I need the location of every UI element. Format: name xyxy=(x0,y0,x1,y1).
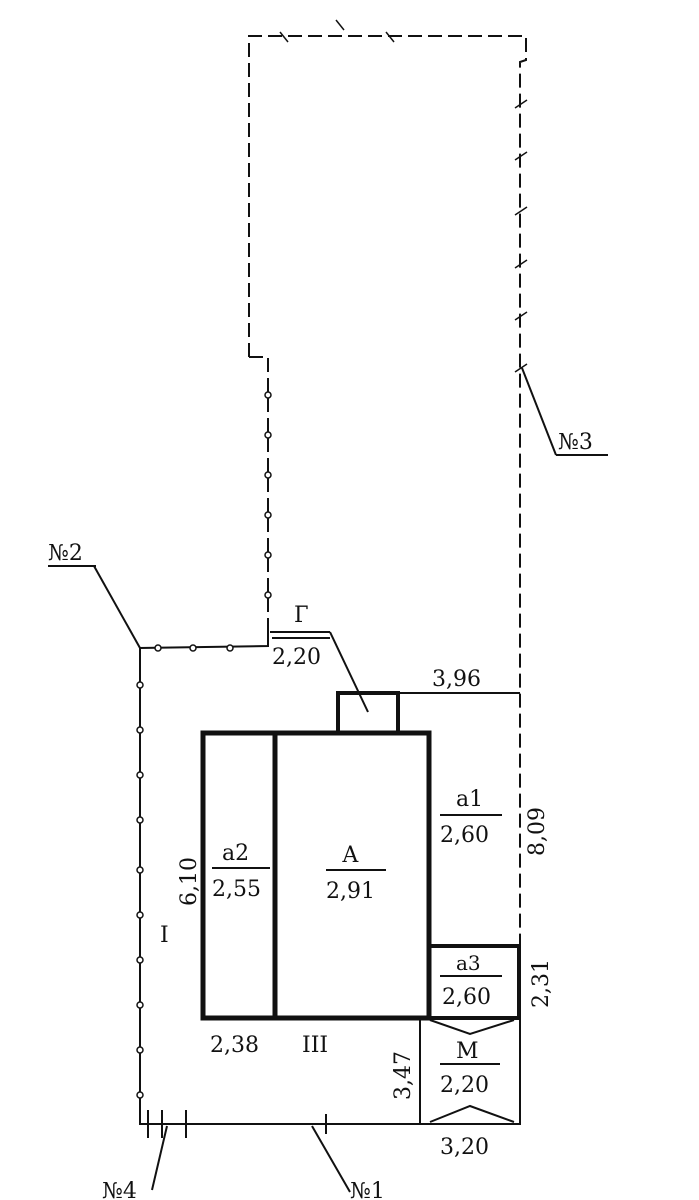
plot-4-label: №4 xyxy=(102,1179,137,1200)
m-letter: М xyxy=(456,1039,479,1064)
main-letter: А xyxy=(342,843,359,868)
bottom-marker: III xyxy=(302,1033,328,1058)
plot-3-label: №3 xyxy=(558,430,593,455)
fence-posts-middle xyxy=(264,391,272,599)
fence-ticks-right xyxy=(279,19,528,373)
upper-dashed-boundary xyxy=(248,35,527,1020)
a1-value: 2,60 xyxy=(440,823,489,848)
dimension-left-height: 6,10 xyxy=(177,857,202,906)
a3-value: 2,60 xyxy=(442,985,491,1010)
thin-extension-lines xyxy=(398,692,520,1124)
a2-value: 2,55 xyxy=(212,877,261,902)
dimension-right-height: 8,09 xyxy=(525,807,550,856)
dimension-bottom-left: 2,38 xyxy=(210,1033,259,1058)
left-marker: I xyxy=(160,923,169,948)
dimension-right-lower: 2,31 xyxy=(529,959,554,1008)
garage-letter: Г xyxy=(294,603,309,628)
dimension-bottom-right: 3,20 xyxy=(440,1135,489,1160)
garage-value: 2,20 xyxy=(272,645,321,670)
lower-boundary xyxy=(139,630,521,1125)
a3-letter: а3 xyxy=(456,951,481,975)
plot-1-label: №1 xyxy=(350,1179,385,1200)
fraction-bars xyxy=(212,637,502,1065)
m-value: 2,20 xyxy=(440,1073,489,1098)
dimension-top-width: 3,96 xyxy=(432,667,481,692)
gate-ticks xyxy=(147,1110,327,1138)
dimension-lower-left: 3,47 xyxy=(391,1051,416,1100)
main-building xyxy=(200,691,521,1021)
m-arrows xyxy=(429,1019,515,1123)
fence-posts-left xyxy=(136,644,234,1099)
leader-lines xyxy=(48,367,608,1193)
main-value: 2,91 xyxy=(326,879,375,904)
a1-letter: а1 xyxy=(456,787,483,812)
a2-letter: а2 xyxy=(222,841,249,866)
plot-2-label: №2 xyxy=(48,541,83,566)
